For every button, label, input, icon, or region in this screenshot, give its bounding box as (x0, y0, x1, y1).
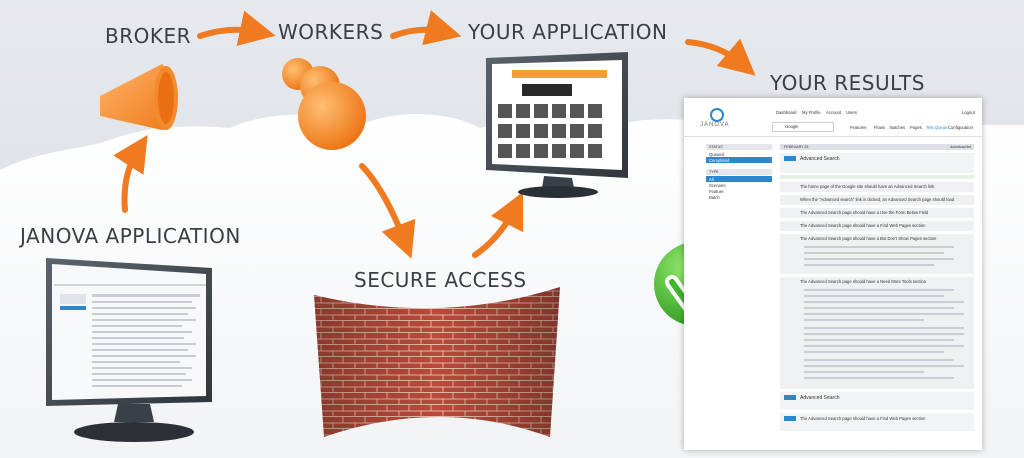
scenario-row[interactable]: The Advanced Search page should have a U… (800, 210, 929, 215)
nav-profile[interactable]: My Profile (802, 110, 821, 115)
tab-pages[interactable]: Pages (910, 125, 922, 130)
filter-sidebar: STATUS Queued Completed TYPE All Scenari… (706, 144, 772, 200)
results-list: FEBRUARY 25 download list Advanced Searc… (780, 144, 974, 444)
nav-dashboard[interactable]: Dashboard (776, 110, 797, 115)
janova-application-label: JANOVA APPLICATION (20, 224, 241, 248)
nav-users[interactable]: Users (846, 110, 857, 115)
secure-access-brick-wall (314, 287, 560, 437)
tab-configuration[interactable]: Configuration (948, 125, 973, 130)
tab-test-queue[interactable]: Test Queue (926, 125, 948, 130)
status-completed[interactable]: Completed (709, 158, 730, 163)
tab-batches[interactable]: Batches (890, 125, 906, 130)
arrow-janova-to-broker (113, 134, 148, 213)
janova-logo-icon (710, 108, 724, 122)
janova-logo-text: JANOVA (700, 122, 730, 128)
application-monitor (482, 52, 632, 202)
type-all[interactable]: All (709, 177, 714, 182)
scenario-row[interactable]: When the "Advanced search" link is click… (800, 197, 955, 202)
download-list-link[interactable]: download list (950, 145, 971, 149)
tab-features[interactable]: Features (850, 125, 867, 130)
nav-account[interactable]: Account (826, 110, 842, 115)
workers-label: WORKERS (278, 20, 384, 44)
status-header: STATUS (709, 145, 723, 149)
your-application-label: YOUR APPLICATION (468, 20, 668, 44)
janova-monitor (40, 254, 220, 450)
your-results-label: YOUR RESULTS (770, 71, 925, 95)
scenario-row[interactable]: The Advanced Search page should have a F… (800, 223, 926, 228)
type-batch[interactable]: Batch (709, 195, 720, 200)
feature-title: Advanced Search (800, 395, 840, 401)
feature-title: The Advanced Search page should have a F… (800, 416, 926, 421)
date-header: FEBRUARY 25 (784, 145, 809, 149)
project-select-value: Google (785, 124, 799, 129)
arrow-workers-to-secure (359, 163, 416, 259)
arrow-application-to-results (685, 38, 756, 76)
feature-title: Advanced Search (800, 156, 840, 162)
results-report: JANOVA Dashboard My Profile Account User… (684, 98, 982, 450)
scenario-row[interactable]: The Advanced Search page should have a N… (800, 279, 927, 284)
broker-label: BROKER (105, 24, 192, 48)
type-feature[interactable]: Feature (709, 189, 724, 194)
project-select[interactable]: Google (772, 122, 834, 132)
workers-balls-icon (282, 58, 366, 150)
type-header: TYPE (709, 170, 719, 174)
type-scenario[interactable]: Scenario (709, 183, 726, 188)
arrow-broker-to-workers (197, 10, 276, 46)
status-queued[interactable]: Queued (709, 152, 724, 157)
secure-access-label: SECURE ACCESS (354, 268, 527, 292)
scenario-row[interactable]: The home page of the Google site should … (800, 184, 935, 189)
nav-logout[interactable]: Logout (962, 110, 975, 115)
arrow-secure-to-application (472, 191, 524, 258)
broker-megaphone-icon (100, 64, 178, 130)
arrow-workers-to-application (390, 10, 462, 46)
scenario-row[interactable]: The Advanced Search page should have a B… (800, 236, 937, 241)
tab-flows[interactable]: Flows (874, 125, 885, 130)
